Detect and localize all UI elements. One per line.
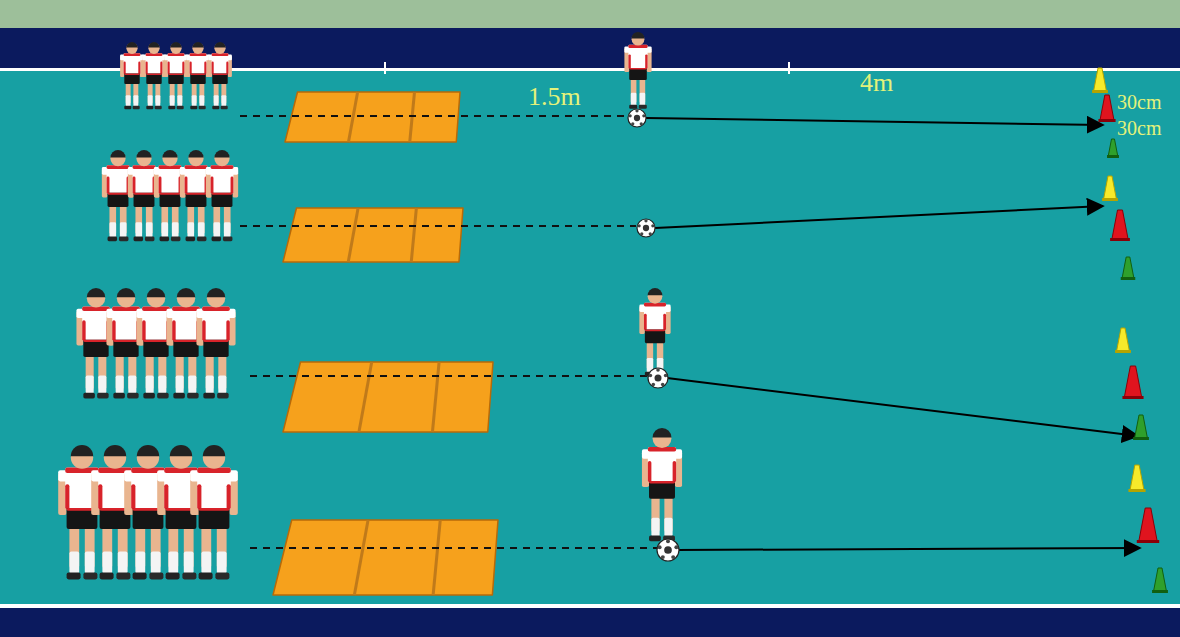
cone (1112, 210, 1129, 240)
player (157, 445, 205, 579)
cone (1139, 508, 1158, 542)
cone (1103, 176, 1116, 200)
mat-seam (348, 208, 358, 262)
player (106, 288, 145, 398)
run-path (240, 225, 636, 227)
cone-base (1115, 350, 1131, 353)
player (142, 42, 166, 109)
cone (1093, 68, 1106, 92)
player (180, 150, 212, 241)
cone (1108, 139, 1118, 157)
pass-arrow (646, 118, 1103, 125)
distance-label: 4m (860, 70, 893, 96)
mat-seam (354, 520, 368, 595)
player (186, 42, 210, 109)
cone-base (1098, 119, 1115, 122)
player (154, 150, 186, 241)
ball (648, 368, 668, 388)
pass-arrow (677, 548, 1140, 550)
player (164, 42, 188, 109)
mat (283, 208, 463, 262)
run-path (250, 375, 648, 377)
mat-seam (411, 208, 416, 262)
cone (1122, 257, 1134, 279)
cone-base (1152, 590, 1168, 593)
player (58, 445, 106, 579)
top-grass (0, 0, 1180, 28)
cone-base (1107, 155, 1119, 158)
ball (628, 109, 646, 127)
player (120, 42, 144, 109)
spacing-label: 30cm (1117, 92, 1161, 112)
ball (637, 219, 655, 237)
cone-base (1133, 437, 1149, 440)
tick-mark (384, 62, 386, 74)
pass-arrow (655, 206, 1103, 228)
player (136, 288, 175, 398)
player (196, 288, 235, 398)
player (76, 288, 115, 398)
cone-base (1110, 238, 1130, 241)
spacing-label: 30cm (1117, 118, 1161, 138)
player (128, 150, 160, 241)
cone-base (1137, 540, 1159, 543)
bottom-line (0, 604, 1180, 608)
player (639, 288, 670, 376)
cone (1134, 415, 1147, 439)
bottom-band (0, 608, 1180, 637)
mat-seam (432, 362, 439, 432)
pass-arrow (667, 378, 1138, 436)
distance-label: 1.5m (528, 84, 581, 110)
player (624, 32, 651, 109)
cone (1153, 568, 1166, 592)
cone-base (1122, 396, 1143, 399)
run-path (250, 547, 658, 549)
cone (1116, 328, 1129, 352)
run-path (240, 115, 627, 117)
player (124, 445, 172, 579)
player (102, 150, 134, 241)
ball (657, 539, 679, 561)
mat (283, 362, 493, 432)
cone (1130, 465, 1144, 491)
player (208, 42, 232, 109)
player (642, 428, 682, 541)
mat-seam (433, 520, 440, 595)
cone-base (1121, 277, 1136, 280)
tick-mark (788, 62, 790, 74)
cone-base (1092, 90, 1108, 93)
player (166, 288, 205, 398)
mat (273, 520, 498, 595)
player (91, 445, 139, 579)
player (190, 445, 238, 579)
cone (1124, 366, 1142, 398)
cone-base (1102, 198, 1118, 201)
cone-base (1128, 489, 1145, 492)
player (206, 150, 238, 241)
mat-seam (359, 362, 372, 432)
cone (1100, 95, 1114, 121)
